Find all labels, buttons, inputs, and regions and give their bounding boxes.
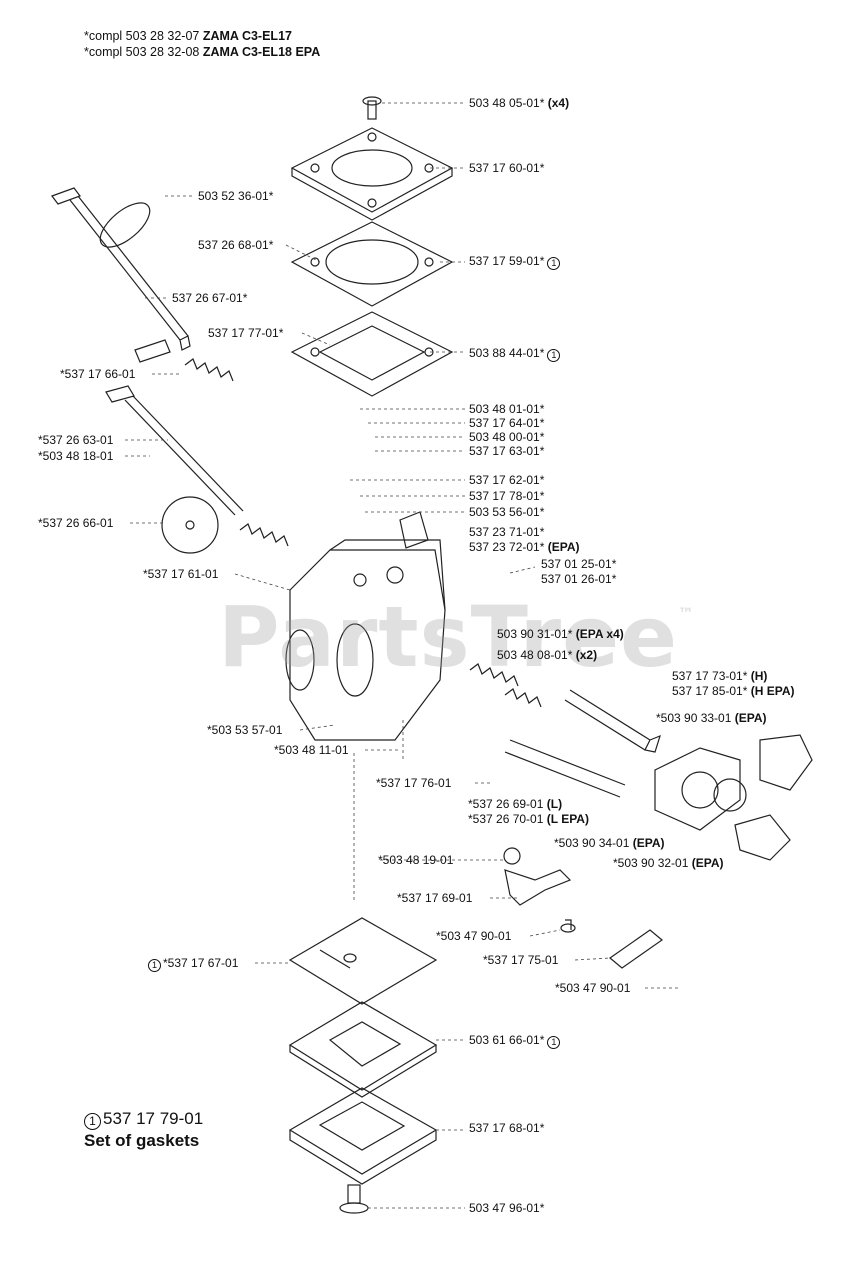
metering-gasket xyxy=(288,917,438,1005)
throttle-shaft xyxy=(51,187,191,363)
legend-mark: 1 xyxy=(84,1113,101,1130)
part-label: *503 48 19-01 xyxy=(378,853,454,867)
carburetor-body xyxy=(285,511,446,741)
part-label: *503 47 90-01 xyxy=(436,929,512,943)
part-label: 1*537 17 67-01 xyxy=(148,956,238,972)
part-label: 537 26 68-01* xyxy=(198,238,274,252)
part-label: 503 47 96-01* xyxy=(469,1201,545,1215)
part-label: *537 26 63-01 xyxy=(38,433,114,447)
part-label: 503 90 31-01* (EPA x4) xyxy=(497,627,624,641)
top-screw xyxy=(362,96,382,120)
part-label: 503 48 01-01* xyxy=(469,402,545,416)
limiter-caps xyxy=(654,734,813,861)
part-label: 503 48 00-01* xyxy=(469,430,545,444)
part-label: *537 17 61-01 xyxy=(143,567,219,581)
spring-needle xyxy=(469,663,542,708)
part-label: *537 17 76-01 xyxy=(376,776,452,790)
pump-cover xyxy=(290,127,454,221)
part-label: 537 17 78-01* xyxy=(469,489,545,503)
part-label: 537 17 59-01*1 xyxy=(469,254,561,270)
header-line-1: *compl 503 28 32-07 ZAMA C3-EL17 xyxy=(84,29,292,43)
part-label: 537 23 71-01* xyxy=(469,525,545,539)
part-label: *503 53 57-01 xyxy=(207,723,283,737)
part-label: *537 17 75-01 xyxy=(483,953,559,967)
watermark: PartsTree™ xyxy=(218,588,696,686)
part-label: *503 90 33-01 (EPA) xyxy=(656,711,767,725)
part-label: 537 17 85-01* (H EPA) xyxy=(672,684,795,698)
lever-bracket xyxy=(609,929,663,969)
part-label: 537 17 77-01* xyxy=(208,326,284,340)
part-label: *503 48 11-01 xyxy=(274,743,349,757)
legend-part-number: 537 17 79-01 xyxy=(103,1109,204,1128)
metering-cover xyxy=(288,1087,438,1185)
part-label: *537 17 66-01 xyxy=(60,367,136,381)
part-label: 537 17 62-01* xyxy=(469,473,545,487)
leader-lines xyxy=(125,102,680,1209)
part-label: 537 17 68-01* xyxy=(469,1121,545,1135)
part-label: 537 23 72-01* (EPA) xyxy=(469,540,580,554)
part-label: *503 90 34-01 (EPA) xyxy=(554,836,665,850)
part-label: 537 17 63-01* xyxy=(469,444,545,458)
small-screw xyxy=(560,919,576,933)
choke-shaft xyxy=(105,385,244,554)
spring-choke xyxy=(239,523,289,547)
part-label: 503 88 44-01*1 xyxy=(469,346,561,362)
part-label: *503 48 18-01 xyxy=(38,449,114,463)
part-label: 537 01 26-01* xyxy=(541,572,617,586)
part-label: 503 52 36-01* xyxy=(198,189,274,203)
part-label: 503 53 56-01* xyxy=(469,505,545,519)
needle-l xyxy=(504,739,626,798)
diaphragm xyxy=(290,221,454,307)
legend-description: Set of gaskets xyxy=(84,1131,200,1150)
part-label: 503 48 05-01* (x4) xyxy=(469,96,570,110)
bottom-screw xyxy=(339,1184,369,1214)
part-label: *537 26 70-01 (L EPA) xyxy=(468,812,589,826)
spring-throttle xyxy=(184,358,234,382)
part-label: *503 47 90-01 xyxy=(555,981,631,995)
metering-diaphragm xyxy=(288,1001,438,1098)
part-label: 537 17 73-01* (H) xyxy=(672,669,768,683)
part-label: *503 90 32-01 (EPA) xyxy=(613,856,724,870)
metering-lever xyxy=(503,847,572,906)
part-label: *537 26 69-01 (L) xyxy=(468,797,563,811)
part-label: 537 26 67-01* xyxy=(172,291,248,305)
pump-gasket xyxy=(290,311,454,397)
part-label: 537 01 25-01* xyxy=(541,557,617,571)
part-label: *537 26 66-01 xyxy=(38,516,114,530)
header-line-2: *compl 503 28 32-08 ZAMA C3-EL18 EPA xyxy=(84,45,321,59)
part-label: 537 17 64-01* xyxy=(469,416,545,430)
part-label: 503 48 08-01* (x2) xyxy=(497,648,598,662)
needle-h xyxy=(564,689,661,753)
part-label: 537 17 60-01* xyxy=(469,161,545,175)
part-label: 503 61 66-01*1 xyxy=(469,1033,561,1049)
part-label: *537 17 69-01 xyxy=(397,891,473,905)
